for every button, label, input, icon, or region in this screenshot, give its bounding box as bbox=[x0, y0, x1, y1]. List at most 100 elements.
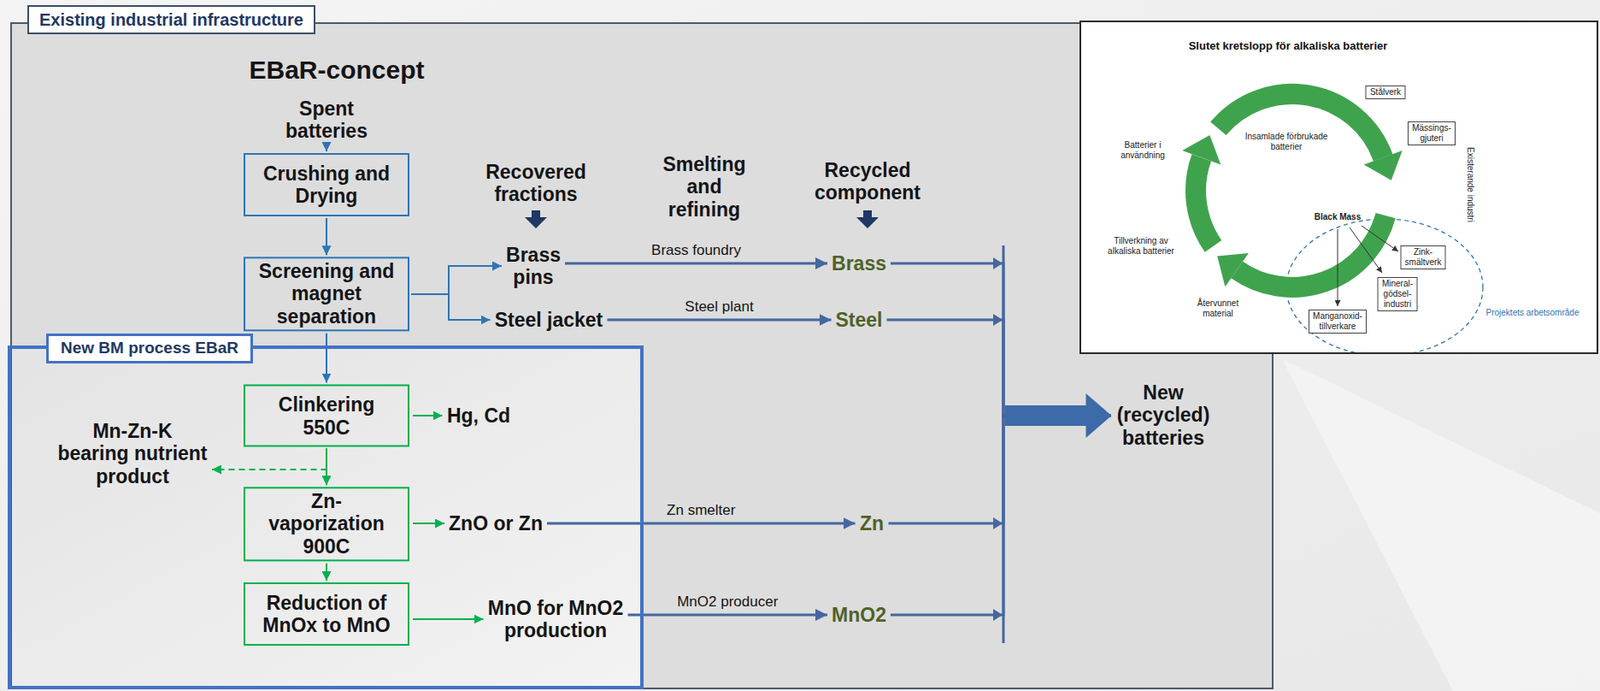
node-text: Zn-vaporization 900C bbox=[255, 489, 398, 558]
flow-arrow bbox=[211, 448, 327, 471]
cycle-arrow bbox=[1195, 157, 1213, 247]
column-header: Smelting and refining bbox=[657, 152, 752, 221]
figure-title: Slutet kretslopp för alkaliska batterier bbox=[1188, 39, 1389, 53]
flow-arrow bbox=[325, 217, 328, 255]
node-text: Reduction of MnOx to MnO bbox=[255, 591, 398, 637]
title-holder: New BM process EBaR bbox=[46, 333, 253, 364]
node-text: Clinkering 550C bbox=[255, 393, 398, 439]
process-box: Clinkering 550C bbox=[243, 384, 410, 448]
output-label: Hg, Cd bbox=[446, 404, 512, 427]
node-text: Mn-Zn-K bearing nutrient product bbox=[56, 419, 209, 488]
node-text: Brass bbox=[830, 252, 888, 275]
flow-line bbox=[1361, 225, 1399, 252]
flow-arrow bbox=[890, 415, 1112, 615]
flow-line bbox=[1337, 229, 1339, 306]
flow-arrow bbox=[888, 415, 1112, 524]
industry-box: Zink-smältverk bbox=[1400, 245, 1447, 270]
edge-label: MnO2 producer bbox=[676, 593, 778, 611]
node-text: Steel bbox=[835, 308, 884, 331]
flow-arrow bbox=[628, 613, 829, 617]
node-text: Crushing and Drying bbox=[255, 162, 398, 208]
label-holder: Brass foundry bbox=[651, 241, 742, 259]
node-text: MnO2 bbox=[830, 603, 888, 626]
component-label: Brass bbox=[830, 252, 888, 275]
flow-arrow bbox=[411, 294, 491, 320]
node-text: Screening and magnet separation bbox=[255, 259, 398, 328]
label-holder: Insamlade förbrukade batterier bbox=[1243, 131, 1330, 153]
edge-label: Brass foundry bbox=[651, 241, 742, 259]
process-box: Screening and magnet separation bbox=[243, 256, 410, 331]
node-text: ZnO or Zn bbox=[447, 511, 544, 535]
cycle-label: Tillverkning av alkaliska batterier bbox=[1102, 235, 1180, 257]
block-arrow bbox=[1005, 393, 1112, 438]
bracket-label: Existerande industri bbox=[1464, 147, 1476, 223]
input-label: Spent batteries bbox=[284, 97, 369, 143]
fraction-label: Steel jacket bbox=[494, 308, 605, 331]
label-holder: Återvunnet material bbox=[1188, 298, 1248, 319]
flow-arrow bbox=[412, 522, 445, 524]
label-holder: Existerande industri bbox=[1464, 147, 1476, 223]
flow-arrow bbox=[564, 262, 828, 265]
panel-ground bbox=[7, 345, 644, 689]
cycle-label: Black Mass bbox=[1314, 211, 1361, 223]
node-text: New (recycled) batteries bbox=[1116, 381, 1212, 449]
cycle-arrow bbox=[1217, 94, 1383, 158]
flow-arrow bbox=[325, 448, 328, 486]
node-text: Zink-smältverk bbox=[1404, 247, 1443, 268]
flow-arrow bbox=[412, 617, 484, 620]
label-holder: Recycled component bbox=[807, 158, 928, 205]
product-label: Mn-Zn-K bearing nutrient product bbox=[56, 419, 209, 488]
arrow-head bbox=[993, 517, 1003, 530]
node-text: Zn bbox=[858, 511, 886, 535]
flow-arrow bbox=[411, 265, 502, 295]
node-text: Mineral-gödsel-industri bbox=[1381, 278, 1415, 310]
title-holder: Slutet kretslopp för alkaliska batterier bbox=[1188, 39, 1389, 53]
flow-arrow bbox=[412, 414, 443, 417]
component-label: Steel bbox=[835, 308, 884, 331]
title-holder: Existing industrial infrastructure bbox=[27, 5, 316, 35]
edge-label: Zn smelter bbox=[666, 501, 736, 519]
cycle-arrow-head bbox=[1182, 135, 1221, 165]
title-holder: EBaR-concept bbox=[248, 54, 424, 86]
fraction-label: Brass pins bbox=[505, 243, 562, 289]
node-text: Hg, Cd bbox=[446, 404, 512, 427]
node-text: Stålverk bbox=[1369, 87, 1403, 98]
edge-label: Steel plant bbox=[684, 298, 753, 316]
label-holder: Batterier i användning bbox=[1115, 140, 1171, 161]
node-text: MnO for MnO2 production bbox=[487, 596, 625, 642]
label-holder: Smelting and refining bbox=[657, 152, 752, 221]
area-label: Projektets arbetsområde bbox=[1486, 307, 1580, 318]
panel-title: New BM process EBaR bbox=[46, 333, 253, 364]
arrow-head bbox=[993, 313, 1003, 326]
label-holder: Steel plant bbox=[684, 298, 753, 316]
cycle-label: Återvunnet material bbox=[1188, 298, 1248, 319]
industry-box: Mineral-gödsel-industri bbox=[1377, 276, 1418, 312]
output-label: MnO for MnO2 production bbox=[487, 596, 625, 642]
column-header: Recycled component bbox=[807, 158, 928, 205]
process-box: Crushing and Drying bbox=[243, 152, 410, 217]
arrow-head bbox=[993, 608, 1003, 621]
header-arrow bbox=[524, 210, 548, 229]
label-holder: MnO2 producer bbox=[676, 593, 778, 611]
flow-arrow bbox=[325, 143, 328, 152]
cycle-arrow-head bbox=[1217, 252, 1249, 287]
output-label: New (recycled) batteries bbox=[1116, 381, 1212, 449]
panel-title: Existing industrial infrastructure bbox=[27, 5, 316, 35]
flow-arrow bbox=[547, 522, 856, 525]
flow-arrow bbox=[607, 318, 832, 322]
arrow-head bbox=[993, 257, 1003, 270]
diagram-title: EBaR-concept bbox=[248, 54, 424, 86]
node-text: Spent batteries bbox=[284, 97, 369, 143]
flow-line bbox=[1349, 227, 1383, 273]
node-text: Steel jacket bbox=[494, 308, 605, 331]
process-box: Reduction of MnOx to MnO bbox=[243, 582, 410, 646]
cycle-label: Batterier i användning bbox=[1115, 140, 1171, 161]
node-text: Brass pins bbox=[505, 243, 562, 289]
cycle-illustration bbox=[1081, 22, 1597, 353]
output-label: ZnO or Zn bbox=[447, 511, 544, 535]
label-holder: Black Mass bbox=[1314, 211, 1361, 223]
cycle-arrow bbox=[1236, 215, 1386, 288]
component-label: Zn bbox=[858, 511, 886, 535]
label-holder: Recovered fractions bbox=[467, 160, 605, 206]
